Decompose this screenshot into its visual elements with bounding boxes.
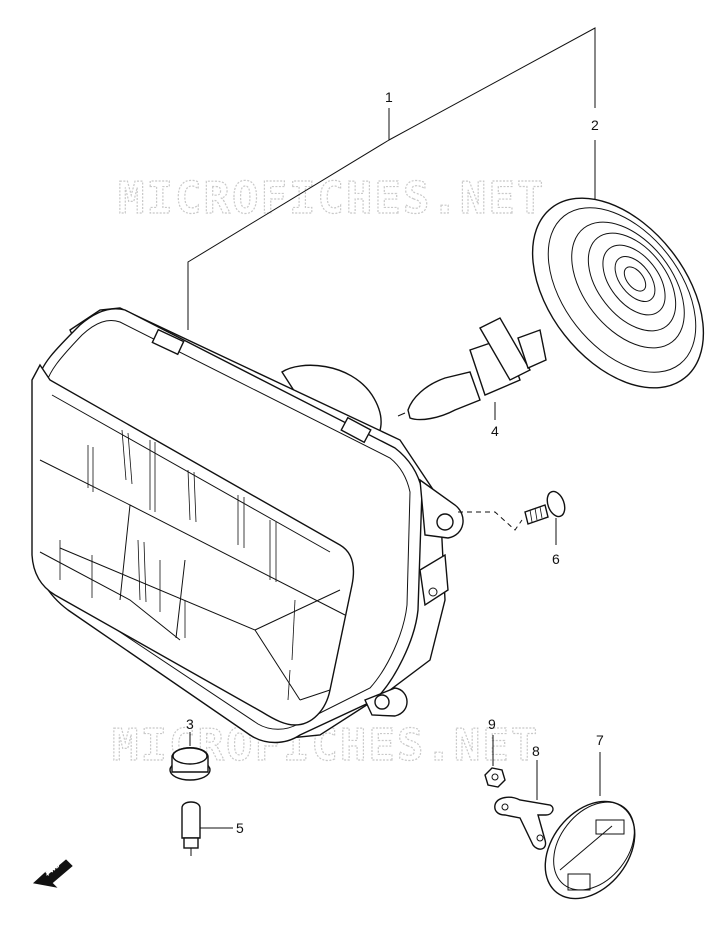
grommet: [169, 747, 211, 781]
callout-2: 2: [591, 117, 599, 133]
leader-6-dashed: [458, 511, 523, 531]
fwd-arrow-icon: FWD: [32, 859, 73, 888]
callout-1: 1: [385, 89, 393, 105]
bolt: [524, 490, 566, 525]
lens-pattern: [39, 394, 346, 701]
leader-lines-1-2: [187, 27, 596, 330]
callout-9: 9: [488, 716, 496, 732]
watermark-top: MICROFICHES.NET: [118, 173, 545, 224]
callout-8: 8: [532, 743, 540, 759]
callout-6: 6: [552, 551, 560, 567]
headlight-assembly: [31, 307, 464, 744]
callout-3: 3: [186, 716, 194, 732]
bracket: [494, 796, 554, 850]
nut: [484, 767, 506, 788]
headlight-bulb: [397, 317, 547, 421]
dust-cover: [531, 197, 705, 389]
reflector: [544, 800, 636, 900]
pilot-bulb: [181, 801, 201, 856]
callout-7: 7: [596, 732, 604, 748]
callout-5: 5: [236, 820, 244, 836]
callout-4: 4: [491, 423, 499, 439]
